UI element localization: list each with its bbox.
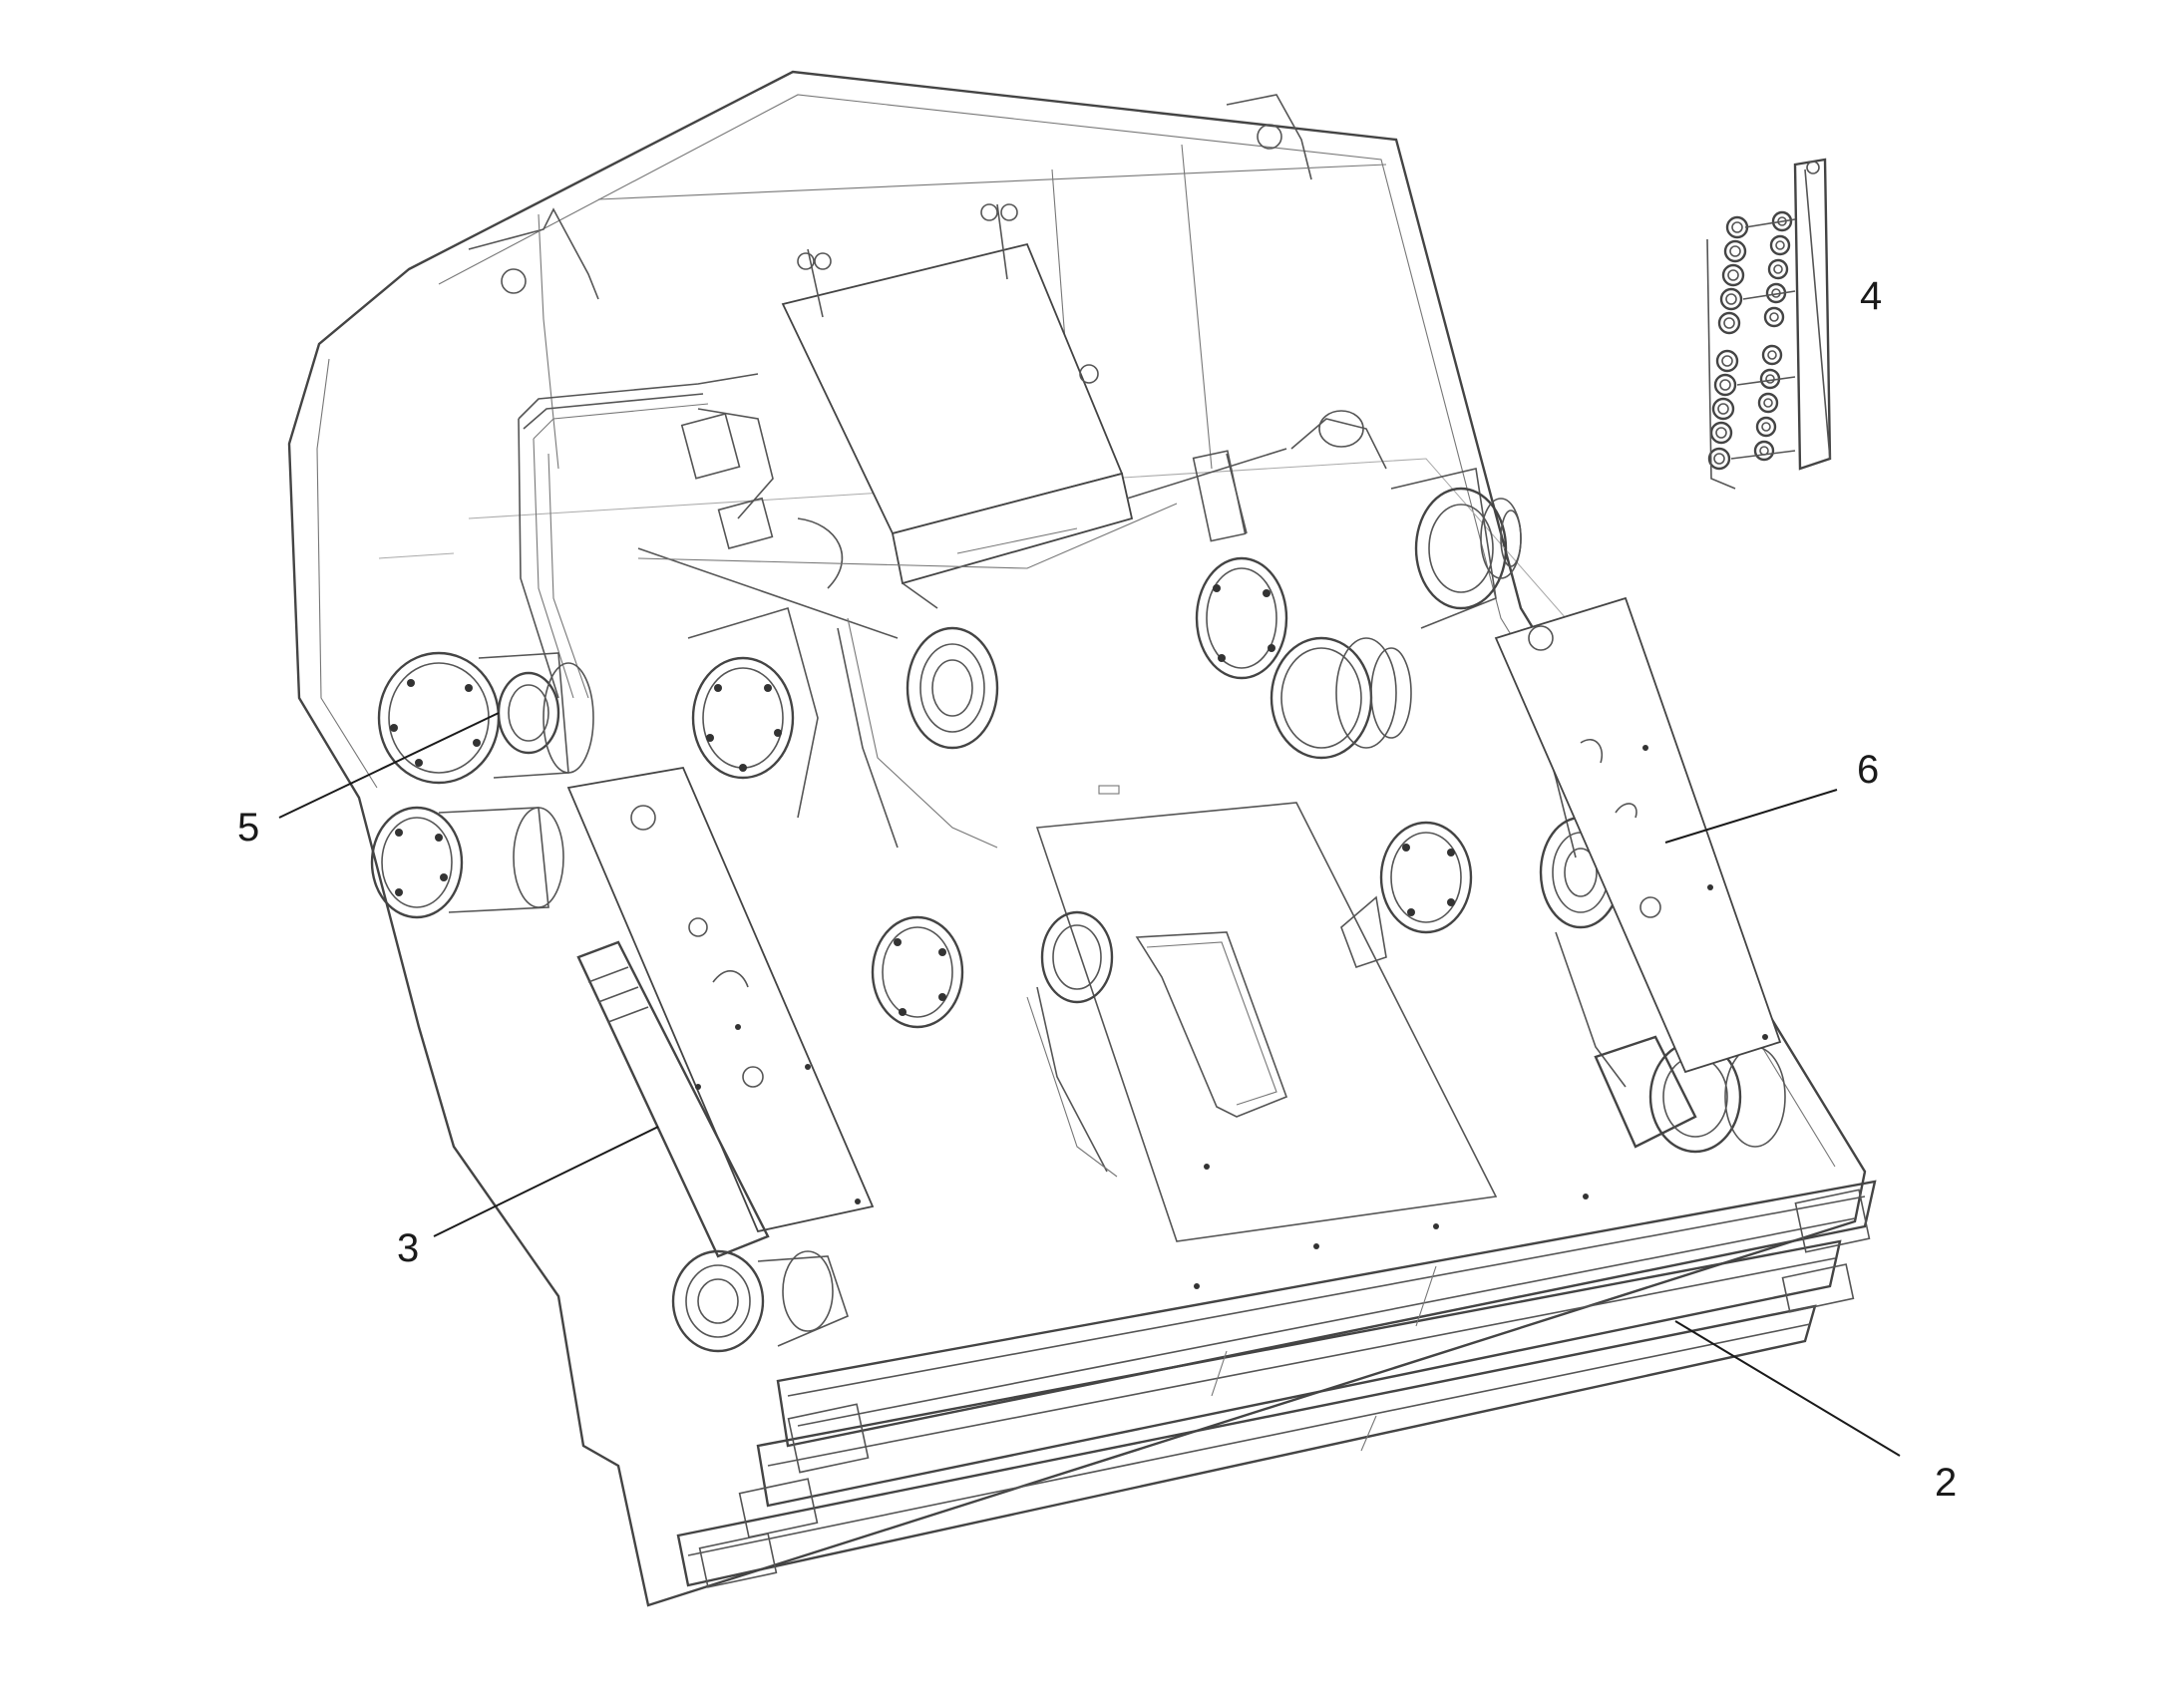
callout-2-leader [1674,1320,1901,1457]
callout-4-label: 4 [1860,274,1882,318]
callout-6: 6 [1664,748,1879,844]
control-box [781,203,1134,609]
terminal-strip [1706,158,1832,490]
callout-5-label: 5 [237,806,259,850]
right-hubs [1195,556,1473,969]
callout-3-leader [433,1126,659,1237]
left-drive-motor [370,651,594,919]
right-side-plate [1494,596,1782,1074]
left-hose [576,940,849,1353]
callout-6-leader [1664,789,1838,844]
callout-4: 4 [1860,274,1882,318]
left-side-plate [566,766,875,1233]
callout-3: 3 [397,1126,659,1270]
callout-2-label: 2 [1935,1461,1957,1505]
callout-5: 5 [237,712,500,850]
callout-3-label: 3 [397,1226,419,1270]
callout-5-leader [278,712,500,819]
front-bumper-beam [676,1180,1877,1588]
floor-plate [1035,785,1589,1289]
wiring-harness [518,373,1287,699]
terminal-studs [1707,210,1793,471]
right-upper-motor [1192,410,1522,629]
center-bearing [837,617,1118,1178]
center-left-hub [687,606,964,1029]
callout-6-label: 6 [1857,748,1879,792]
callout-2: 2 [1674,1320,1957,1505]
